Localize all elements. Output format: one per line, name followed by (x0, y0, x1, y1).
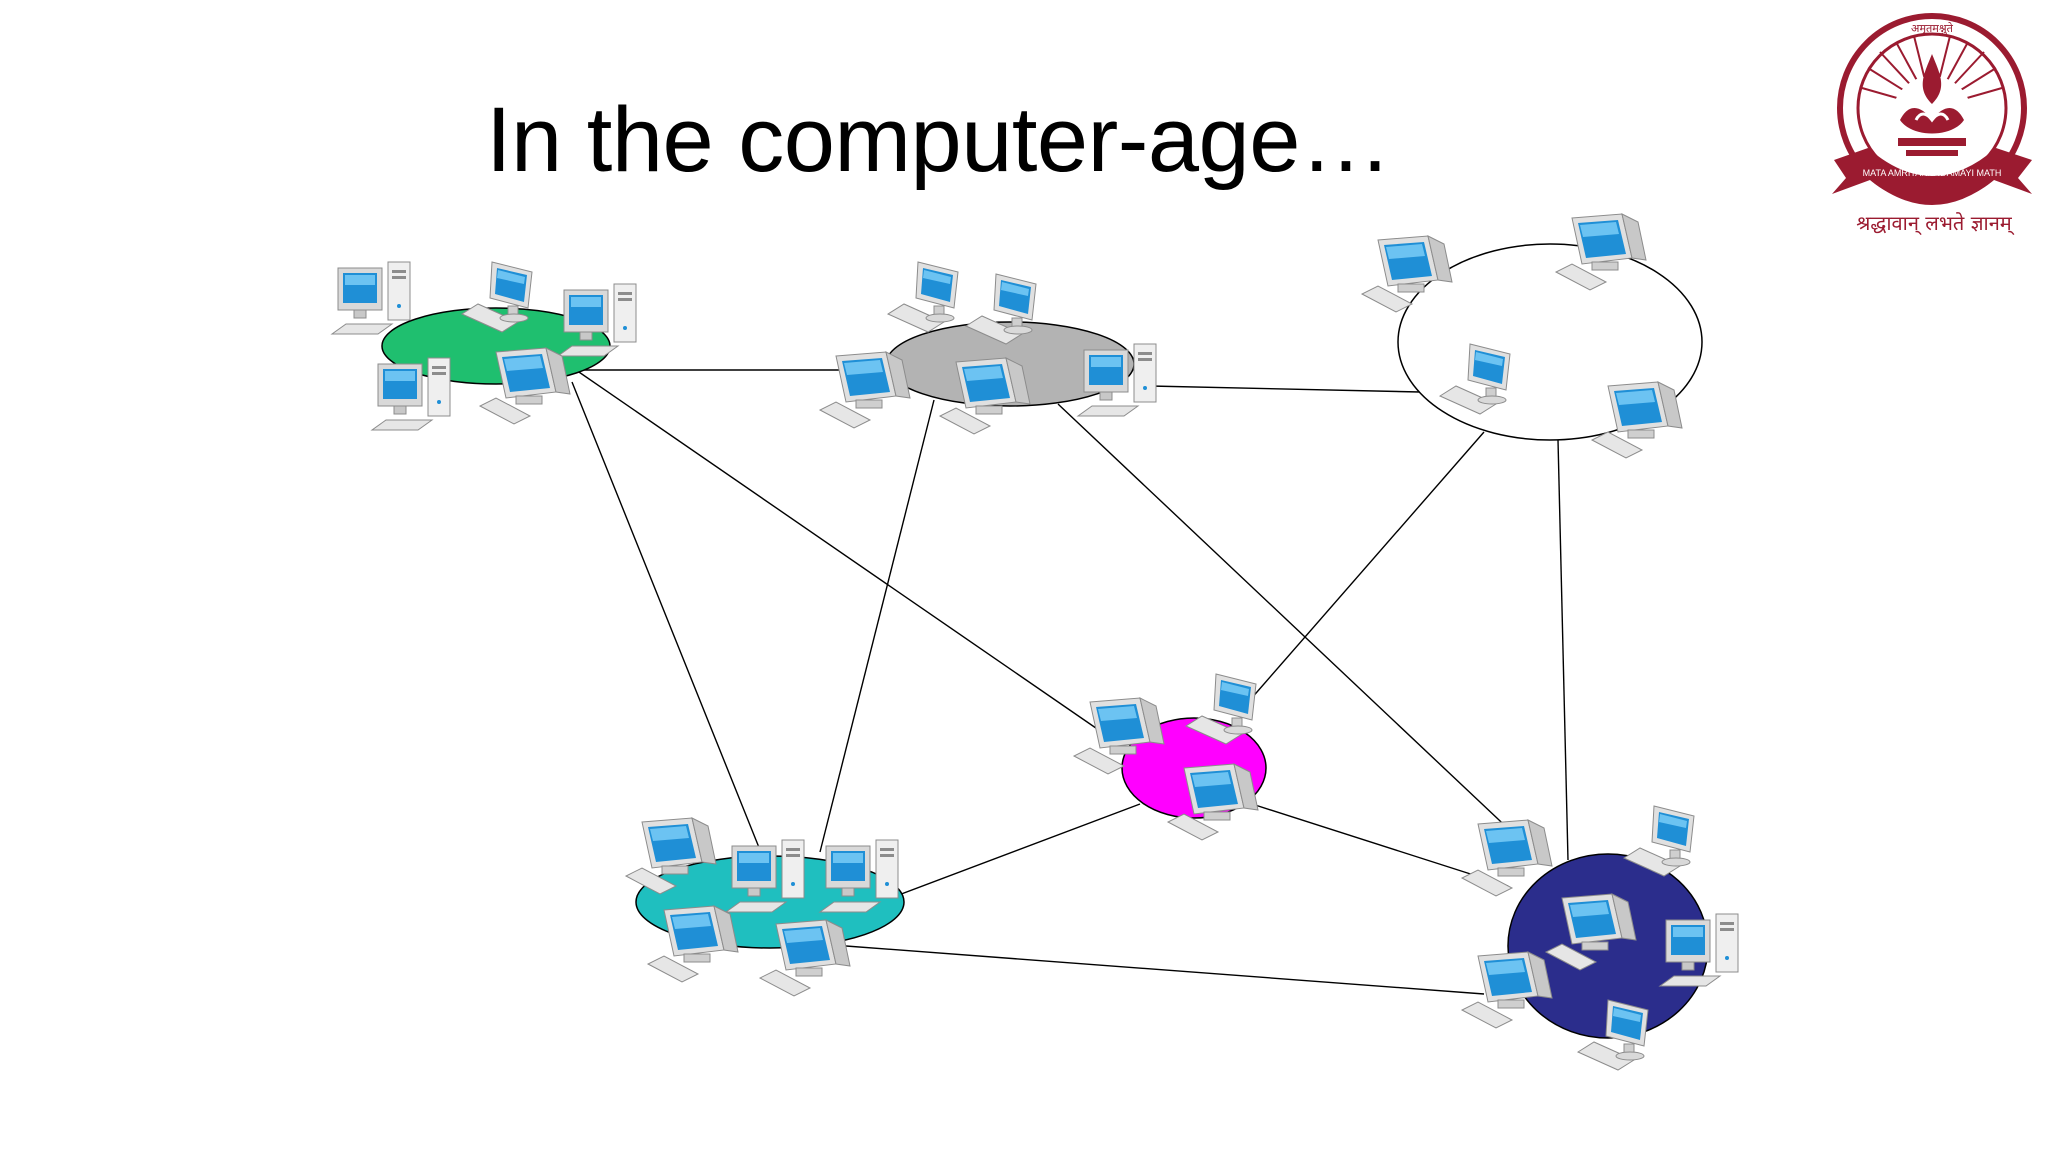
link-teal-navy (845, 945, 1485, 995)
network-green (331, 261, 637, 431)
link-gray-white (1149, 385, 1421, 393)
network-magenta (1073, 673, 1267, 841)
link-white-navy (1557, 439, 1569, 861)
link-gray-navy (1057, 403, 1517, 837)
computer-icon (1461, 951, 1553, 1029)
institution-logo: MATA AMRITANANDAMAYI MATH अमृतमश्नुते श्… (1832, 13, 2032, 236)
network-navy (1461, 805, 1739, 1071)
link-white-magenta (1249, 431, 1485, 701)
logo-ribbon-text: MATA AMRITANANDAMAYI MATH (1863, 168, 2002, 178)
logo-seal (1832, 13, 2032, 205)
computer-icon (331, 261, 411, 335)
computer-icon (1077, 343, 1157, 417)
link-magenta-teal (895, 803, 1141, 897)
computer-icon (819, 351, 911, 429)
network-white (1361, 213, 1703, 459)
network-gray (819, 261, 1157, 435)
network-teal (625, 817, 905, 997)
logo-arc-text: अमृतमश्नुते (1911, 22, 1954, 35)
slide-title: In the computer-age… (486, 89, 1392, 191)
link-green-teal (571, 381, 761, 851)
logo-motto: श्रद्धावान् लभते ज्ञानम् (1856, 211, 2015, 236)
computer-icon (887, 261, 959, 333)
link-gray-teal (819, 399, 935, 853)
link-magenta-navy (1251, 803, 1509, 887)
network-links (571, 369, 1569, 995)
computer-icon (371, 357, 451, 431)
link-green-magenta (575, 369, 1123, 747)
